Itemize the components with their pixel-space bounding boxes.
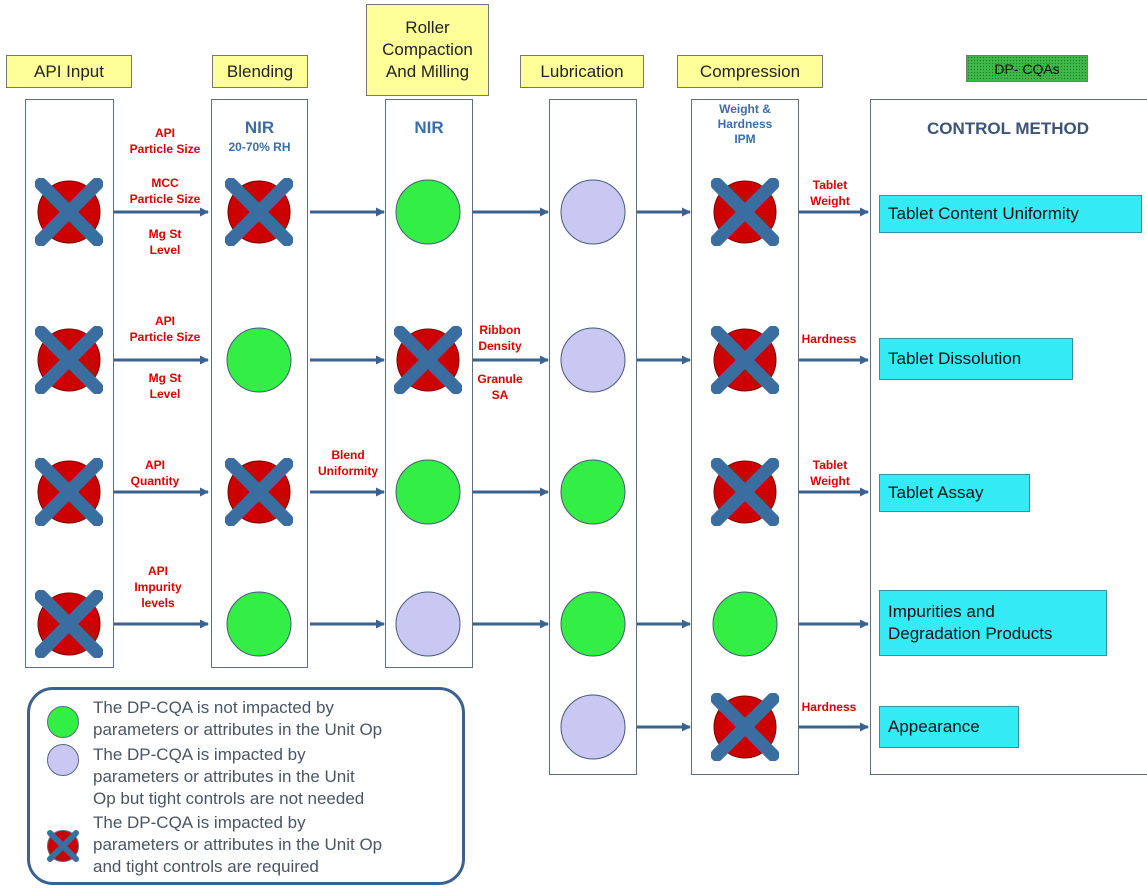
status-circle-none xyxy=(711,590,779,658)
roller-nir-label: NIR xyxy=(414,118,444,137)
legend-box xyxy=(27,687,465,885)
label-row1-mgst: Mg St Level xyxy=(148,227,182,257)
stage-label-blending: Blending xyxy=(212,55,308,88)
status-circle-high xyxy=(710,457,780,527)
status-circle-none xyxy=(225,590,293,658)
legend-text-impacted-no-controls: The DP-CQA is impacted by parameters or … xyxy=(93,745,365,808)
status-circle-none xyxy=(394,178,462,246)
status-circle-low xyxy=(394,590,462,658)
control-method-heading: CONTROL METHOD xyxy=(926,119,1090,138)
label-row2-hardness: Hardness xyxy=(801,332,857,346)
label-row2-ribbon-density: Ribbon Density xyxy=(478,323,522,353)
status-circle-high xyxy=(34,325,104,395)
label-row3-blend-uniformity: Blend Uniformity xyxy=(318,448,378,478)
blending-rh-label: 20-70% RH xyxy=(228,140,291,154)
status-circle-high xyxy=(34,589,104,659)
status-circle-none xyxy=(559,590,627,658)
stage-label-api-input: API Input xyxy=(6,55,132,88)
status-circle-high xyxy=(224,457,294,527)
label-row2-granule-sa: Granule SA xyxy=(477,372,523,402)
status-circle-high xyxy=(224,177,294,247)
label-row3-api-quantity: API Quantity xyxy=(130,458,180,488)
label-row2-mgst: Mg St Level xyxy=(148,371,182,401)
label-row1-api-particle: API Particle Size xyxy=(129,126,201,156)
legend-icon-high xyxy=(46,829,80,863)
status-circle-high xyxy=(710,692,780,762)
stage-label-roller-compaction: Roller Compaction And Milling xyxy=(366,4,489,96)
status-circle-low xyxy=(559,178,627,246)
cqa-appearance: Appearance xyxy=(879,706,1019,748)
legend-text-not-impacted: The DP-CQA is not impacted by parameters… xyxy=(93,698,383,739)
legend-icon-low xyxy=(46,743,80,777)
stage-label-lubrication: Lubrication xyxy=(520,55,644,88)
cqa-tablet-content-uniformity: Tablet Content Uniformity xyxy=(879,195,1142,233)
status-circle-low xyxy=(559,693,627,761)
status-circle-high xyxy=(34,177,104,247)
label-row5-hardness: Hardness xyxy=(801,700,857,714)
status-circle-high xyxy=(34,457,104,527)
status-circle-none xyxy=(559,458,627,526)
cqa-tablet-dissolution: Tablet Dissolution xyxy=(879,338,1073,380)
label-row3-tablet-weight: Tablet Weight xyxy=(810,458,850,488)
stage-label-compression: Compression xyxy=(677,55,823,88)
cqa-tablet-assay: Tablet Assay xyxy=(879,474,1030,512)
stage-label-dp-cqas: DP- CQAs xyxy=(966,55,1088,82)
status-circle-high xyxy=(710,325,780,395)
compression-ipm-label: Weight & Hardness IPM xyxy=(717,102,773,146)
label-row2-api-particle: API Particle Size xyxy=(129,314,201,344)
status-circle-low xyxy=(559,326,627,394)
label-row4-api-impurity: API Impurity levels xyxy=(134,564,182,610)
status-circle-none xyxy=(225,326,293,394)
status-circle-none xyxy=(394,458,462,526)
legend-text-impacted-tight-controls: The DP-CQA is impacted by parameters or … xyxy=(93,813,383,876)
legend-icon-none xyxy=(46,705,80,739)
blending-nir-label: NIR xyxy=(244,118,275,137)
status-circle-high xyxy=(710,177,780,247)
label-row1-mcc: MCC Particle Size xyxy=(129,176,201,206)
cqa-impurities-degradation: Impurities and Degradation Products xyxy=(879,590,1107,656)
status-circle-high xyxy=(393,325,463,395)
label-row1-tablet-weight: Tablet Weight xyxy=(810,178,850,208)
